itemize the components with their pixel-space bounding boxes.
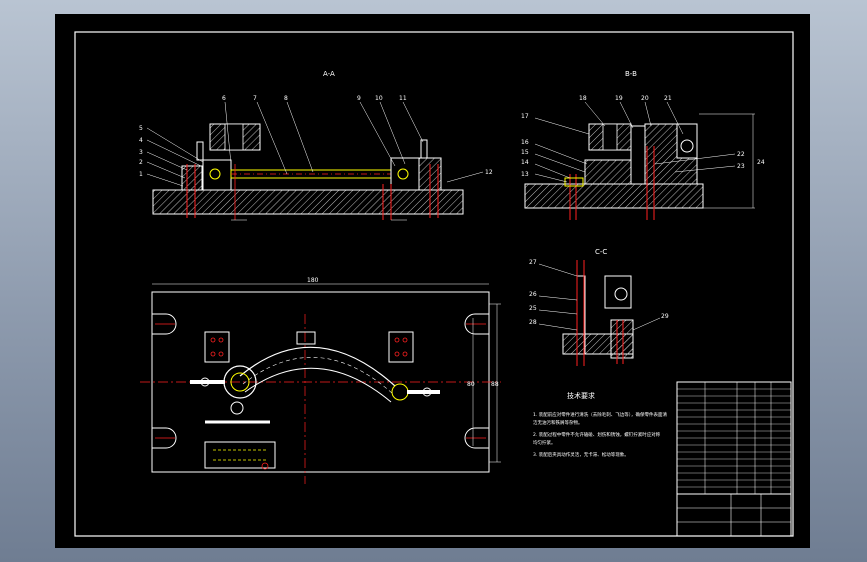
curved-arm (239, 346, 396, 387)
b-base-plate (524, 183, 704, 209)
callout-7: 7 (253, 95, 257, 102)
callout-29: 29 (661, 313, 669, 320)
plan-view: 180 88 80 (140, 277, 501, 484)
technical-requirements: 技术要求 1. 装配前应对零件进行清洗（去除毛刺、飞边等），确保零件表面清 洁无… (533, 391, 667, 458)
callout-16: 16 (521, 139, 529, 146)
tech-requirement-line: 2. 装配过程中零件不允许磕碰、划伤和锈蚀，螺钉拧紧时应对称 (533, 431, 661, 438)
callout-3: 3 (139, 149, 143, 156)
callout-15: 15 (521, 149, 529, 156)
callout-25: 25 (529, 305, 537, 312)
section-b-label: B-B (625, 70, 637, 78)
plan-height-dimension-2: 80 (467, 381, 475, 388)
callout-6: 6 (222, 95, 226, 102)
callout-17: 17 (521, 113, 529, 120)
drawing-border (74, 31, 794, 537)
callout-11: 11 (399, 95, 407, 102)
plan-height-dimension: 88 (491, 381, 499, 388)
section-a-view: A-A (139, 70, 493, 221)
callout-12: 12 (485, 169, 493, 176)
tech-requirement-line: 均匀拧紧。 (533, 439, 556, 446)
callout-22: 22 (737, 151, 745, 158)
cad-drawing: A-A (74, 31, 794, 537)
section-c-view: C-C 27 26 25 28 29 (529, 248, 669, 366)
callouts-c: 27 26 25 28 29 (529, 259, 669, 326)
callout-5: 5 (139, 125, 143, 132)
callout-14: 14 (521, 159, 529, 166)
tech-requirement-line: 洁无油污和铁屑等杂物。 (533, 419, 583, 426)
tech-requirement-line: 3. 装配后夹具动作灵活，无卡滞、松动等现象。 (533, 451, 629, 458)
callout-10: 10 (375, 95, 383, 102)
drawing-sheet: A-A (55, 14, 810, 548)
right-clamp (390, 157, 420, 191)
callout-20: 20 (641, 95, 649, 102)
section-a-label: A-A (323, 70, 335, 78)
callouts-b: 17 16 15 14 13 18 19 20 21 22 23 24 (521, 95, 765, 178)
callouts-a: 5 4 3 2 1 6 7 8 9 10 11 12 (139, 95, 493, 178)
callout-13: 13 (521, 171, 529, 178)
callout-4: 4 (139, 137, 143, 144)
section-c-label: C-C (595, 248, 607, 256)
tech-requirement-line: 1. 装配前应对零件进行清洗（去除毛刺、飞边等），确保零件表面清 (533, 411, 667, 418)
lower-clamp-block (204, 441, 276, 469)
callout-23: 23 (737, 163, 745, 170)
title-block (676, 381, 792, 537)
callout-27: 27 (529, 259, 537, 266)
callout-18: 18 (579, 95, 587, 102)
plan-width-dimension: 180 (307, 277, 319, 284)
base-plate (152, 189, 464, 215)
callout-21: 21 (664, 95, 672, 102)
tech-requirements-title: 技术要求 (567, 391, 595, 400)
callout-9: 9 (357, 95, 361, 102)
callout-24: 24 (757, 159, 765, 166)
callout-28: 28 (529, 319, 537, 326)
callout-1: 1 (139, 171, 143, 178)
callout-19: 19 (615, 95, 623, 102)
callout-26: 26 (529, 291, 537, 298)
callout-8: 8 (284, 95, 288, 102)
callout-2: 2 (139, 159, 143, 166)
left-clamp (202, 159, 232, 191)
section-b-view: B-B 17 16 15 14 13 18 (521, 70, 765, 220)
